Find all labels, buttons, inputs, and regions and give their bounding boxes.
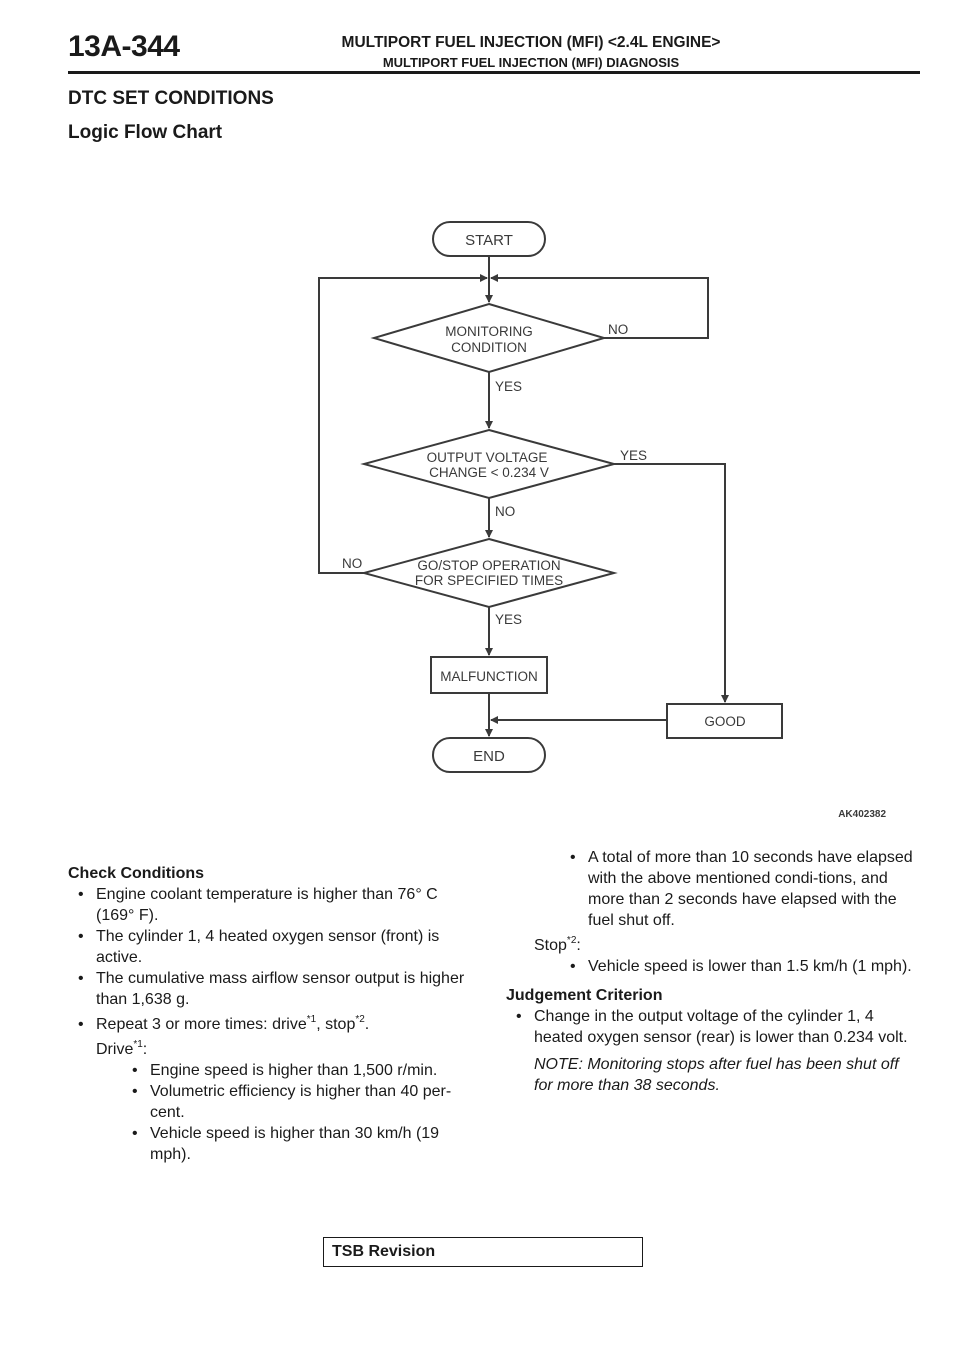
judgement-title: Judgement Criterion: [506, 987, 663, 1004]
list-item: Engine coolant temperature is higher tha…: [78, 884, 478, 926]
monitoring-yes-label: YES: [495, 379, 522, 394]
list-item: Vehicle speed is higher than 30 km/h (19…: [132, 1123, 478, 1165]
section-title: DTC SET CONDITIONS: [68, 88, 274, 109]
list-item: Volumetric efficiency is higher than 40 …: [132, 1081, 478, 1123]
voltage-yes-label: YES: [620, 448, 647, 463]
stop-sup: *2: [566, 934, 577, 946]
right-column: A total of more than 10 seconds have ela…: [506, 847, 916, 1096]
stop-text: Stop: [534, 937, 567, 954]
logic-flow-chart: START MONITORING CONDITION NO YES OUTPUT…: [318, 221, 886, 820]
stop-colon: :: [576, 937, 581, 954]
repeat-text: Repeat 3 or more times: drive: [96, 1016, 307, 1033]
check-conditions-title: Check Conditions: [68, 865, 205, 882]
page-number: 13A-344: [68, 30, 180, 63]
judgement-list: Change in the output voltage of the cyli…: [516, 1006, 916, 1048]
list-item: Engine speed is higher than 1,500 r/min.: [132, 1060, 478, 1081]
header-subtitle: MULTIPORT FUEL INJECTION (MFI) DIAGNOSIS: [382, 55, 680, 70]
malfunction-box: [430, 656, 548, 694]
end-terminal: [432, 737, 546, 773]
voltage-no-label: NO: [495, 504, 515, 519]
list-item: A total of more than 10 seconds have ela…: [570, 847, 916, 931]
header-title: MULTIPORT FUEL INJECTION (MFI) <2.4L ENG…: [341, 34, 721, 51]
malfunction-label: MALFUNCTION: [440, 669, 538, 684]
check-conditions-list: Engine coolant temperature is higher tha…: [78, 884, 478, 1035]
repeat-mid: , stop: [316, 1016, 356, 1033]
monitoring-label-2: CONDITION: [451, 340, 527, 355]
drive-text: Drive: [96, 1041, 134, 1058]
start-label: START: [465, 232, 513, 249]
gostop-no-label: NO: [342, 556, 362, 571]
monitoring-no-label: NO: [608, 322, 628, 337]
header-rule: [68, 71, 920, 74]
voltage-label-1: OUTPUT VOLTAGE: [427, 450, 548, 465]
good-label: GOOD: [704, 714, 746, 729]
list-item: The cumulative mass airflow sensor outpu…: [78, 968, 478, 1010]
judgement-note: NOTE: Monitoring stops after fuel has be…: [534, 1056, 899, 1094]
list-item: Change in the output voltage of the cyli…: [516, 1006, 916, 1048]
voltage-label-2: CHANGE < 0.234 V: [429, 465, 549, 480]
drive-colon: :: [142, 1041, 148, 1058]
gostop-yes-label: YES: [495, 612, 522, 627]
tsb-revision-box: TSB Revision: [323, 1237, 643, 1267]
repeat-sup2: *2: [355, 1013, 365, 1025]
drive-sup: *1: [133, 1038, 143, 1050]
repeat-condition: Repeat 3 or more times: drive*1, stop*2.: [78, 1013, 478, 1035]
gostop-label-1: GO/STOP OPERATION: [417, 558, 560, 573]
end-label: END: [473, 748, 505, 765]
drive-list-continued: A total of more than 10 seconds have ela…: [570, 847, 916, 931]
figure-id: AK402382: [838, 809, 886, 820]
stop-label: Stop*2:: [534, 935, 916, 956]
list-item: Vehicle speed is lower than 1.5 km/h (1 …: [570, 956, 916, 977]
monitoring-label-1: MONITORING: [445, 324, 533, 339]
drive-label: Drive*1:: [96, 1039, 478, 1060]
stop-list: Vehicle speed is lower than 1.5 km/h (1 …: [570, 956, 916, 977]
list-item: The cylinder 1, 4 heated oxygen sensor (…: [78, 926, 478, 968]
repeat-sup1: *1: [306, 1013, 317, 1025]
repeat-end: .: [364, 1016, 370, 1033]
gostop-label-2: FOR SPECIFIED TIMES: [415, 573, 563, 588]
section-subtitle: Logic Flow Chart: [68, 122, 223, 143]
drive-list: Engine speed is higher than 1,500 r/min.…: [132, 1060, 478, 1165]
check-conditions-column: Check Conditions Engine coolant temperat…: [68, 863, 478, 1165]
